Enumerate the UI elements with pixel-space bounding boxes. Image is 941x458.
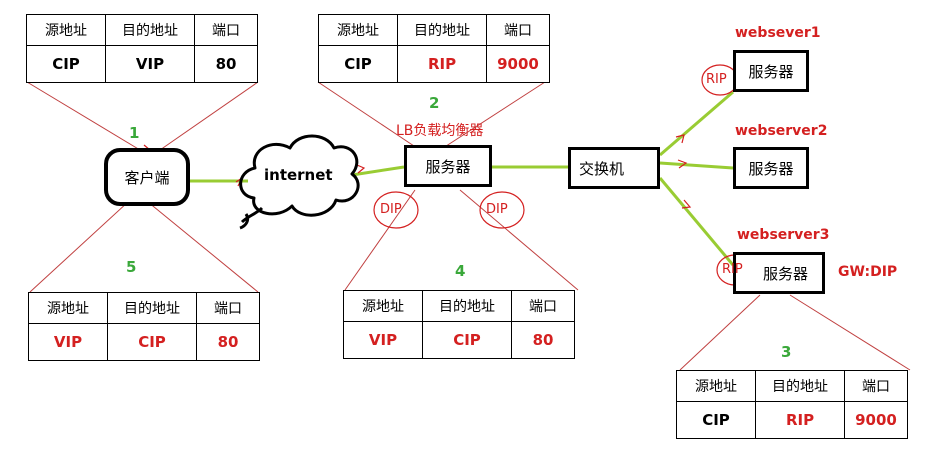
step-1: 1 — [129, 124, 140, 142]
client-label: 客户端 — [124, 168, 170, 187]
packet-table-3: 源地址 目的地址 端口 CIP RIP 9000 — [676, 370, 908, 439]
header-src: 源地址 — [318, 14, 398, 46]
lb-label: LB负载均衡器 — [396, 123, 484, 139]
packet-table-2: 源地址 目的地址 端口 CIP RIP 9000 — [318, 14, 550, 83]
leader-lines — [26, 81, 911, 371]
lb-server-label: 服务器 — [425, 157, 471, 176]
switch-label: 交换机 — [579, 159, 625, 178]
web3-server-label: 服务器 — [762, 264, 808, 283]
cell-dst: VIP — [105, 45, 195, 83]
packet-table-1: 源地址 目的地址 端口 CIP VIP 80 — [26, 14, 258, 83]
gateway-label: GW:DIP — [838, 264, 898, 280]
header-dst: 目的地址 — [397, 14, 487, 46]
step-4: 4 — [455, 262, 466, 280]
web2-name: webserver2 — [735, 123, 828, 139]
switch-node: 交换机 — [568, 147, 660, 189]
lb-server-node: 服务器 — [404, 145, 492, 187]
packet-table-5: 源地址 目的地址 端口 VIP CIP 80 — [28, 292, 260, 361]
cell-src: CIP — [318, 45, 398, 83]
header-port: 端口 — [194, 14, 258, 46]
cell-src: CIP — [26, 45, 106, 83]
internet-label: internet — [264, 166, 333, 184]
header-src: 源地址 — [28, 292, 108, 324]
packet-table-4: 源地址 目的地址 端口 VIP CIP 80 — [343, 290, 575, 359]
internet-cloud — [239, 134, 360, 230]
web2-server-label: 服务器 — [748, 159, 794, 178]
cell-dst: CIP — [107, 323, 197, 361]
header-src: 源地址 — [343, 290, 423, 322]
header-port: 端口 — [844, 370, 908, 402]
cell-dst: RIP — [755, 401, 845, 439]
step-3: 3 — [781, 343, 792, 361]
header-dst: 目的地址 — [107, 292, 197, 324]
web1-server-node: 服务器 — [733, 50, 809, 92]
step-2: 2 — [429, 94, 440, 112]
cell-port: 80 — [194, 45, 258, 83]
cell-port: 80 — [511, 321, 575, 359]
network-links — [188, 90, 735, 266]
cell-port: 80 — [196, 323, 260, 361]
dip-label-right: DIP — [486, 202, 508, 217]
header-port: 端口 — [196, 292, 260, 324]
rip-label-web3: RIP — [722, 262, 743, 277]
web3-server-node: 服务器 — [733, 252, 825, 294]
web2-server-node: 服务器 — [733, 147, 809, 189]
cell-src: CIP — [676, 401, 756, 439]
cell-dst: CIP — [422, 321, 512, 359]
rip-label-web1: RIP — [706, 72, 727, 87]
header-dst: 目的地址 — [105, 14, 195, 46]
dip-label-left: DIP — [380, 202, 402, 217]
header-port: 端口 — [511, 290, 575, 322]
header-src: 源地址 — [26, 14, 106, 46]
cell-port: 9000 — [844, 401, 908, 439]
web1-name: websever1 — [735, 25, 821, 41]
cell-dst: RIP — [397, 45, 487, 83]
cell-src: VIP — [28, 323, 108, 361]
header-port: 端口 — [486, 14, 550, 46]
web3-name: webserver3 — [737, 227, 830, 243]
header-src: 源地址 — [676, 370, 756, 402]
header-dst: 目的地址 — [422, 290, 512, 322]
step-5: 5 — [126, 258, 137, 276]
cell-port: 9000 — [486, 45, 550, 83]
cell-src: VIP — [343, 321, 423, 359]
header-dst: 目的地址 — [755, 370, 845, 402]
web1-server-label: 服务器 — [748, 62, 794, 81]
client-node: 客户端 — [104, 148, 190, 206]
